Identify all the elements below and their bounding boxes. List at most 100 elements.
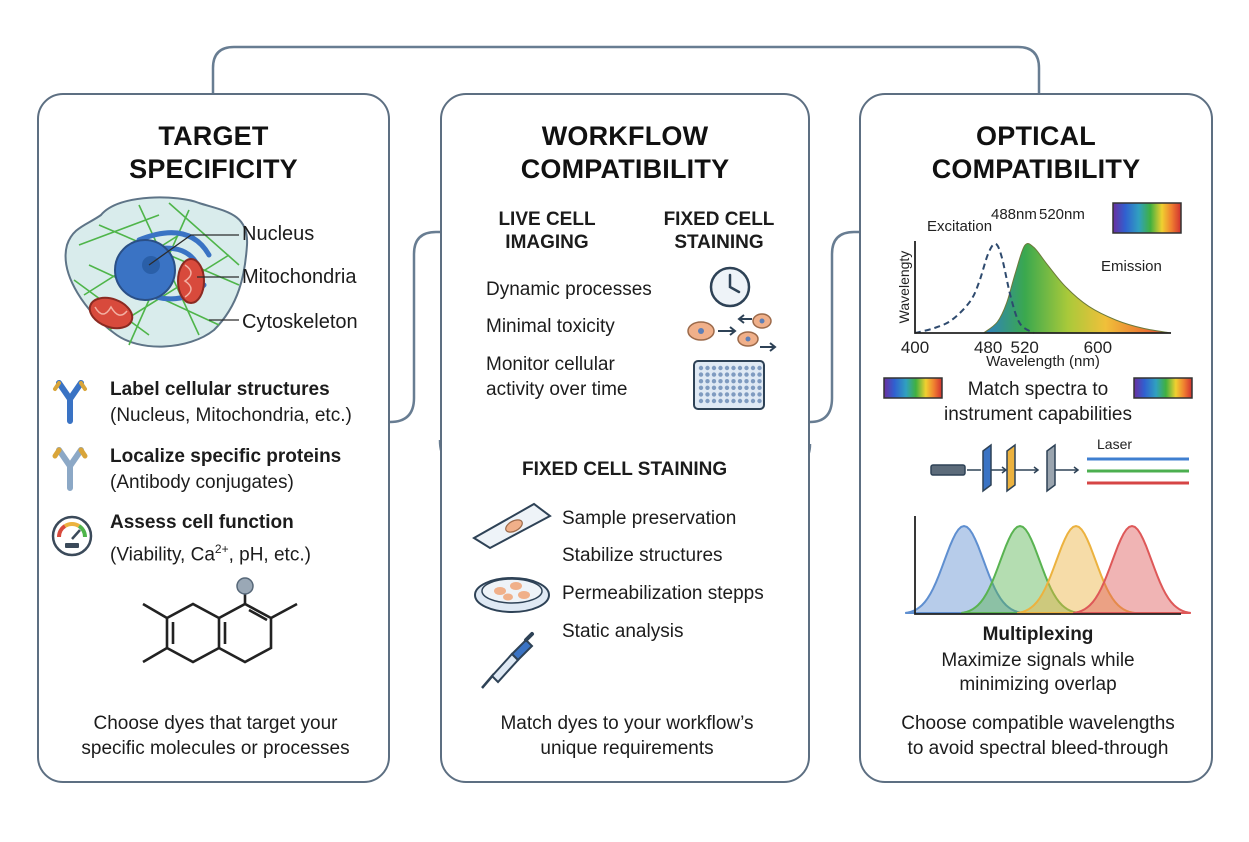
arrow-to-optical xyxy=(809,232,884,424)
well xyxy=(737,398,743,404)
assess-function-title: Assess cell function xyxy=(110,512,294,533)
top-loop-connector xyxy=(211,45,1041,93)
optical-footer-line1: Choose compatible wavelengths xyxy=(901,713,1175,734)
gauge-icon xyxy=(51,515,93,557)
well xyxy=(757,379,762,384)
petri-dish-icon xyxy=(474,577,550,613)
well xyxy=(737,379,743,384)
well xyxy=(718,365,723,371)
clock-icon xyxy=(709,266,751,308)
multiplex-peak xyxy=(961,524,1079,614)
well xyxy=(718,392,723,397)
filter-icon: Laser xyxy=(930,436,1189,493)
well xyxy=(744,392,749,397)
well xyxy=(718,372,723,377)
localize-proteins-detail: (Antibody conjugates) xyxy=(110,472,294,493)
well xyxy=(724,392,730,397)
well xyxy=(731,398,736,404)
multiplex-peak xyxy=(1017,524,1135,614)
well xyxy=(750,392,756,397)
well xyxy=(750,385,756,390)
excitation-curve xyxy=(914,242,1035,334)
well xyxy=(731,372,736,377)
well xyxy=(705,365,710,371)
cytoskeleton-label: Cytoskeleton xyxy=(242,311,358,333)
fixed-item-preservation: Sample preservation xyxy=(562,508,737,529)
well xyxy=(737,392,743,397)
well xyxy=(731,365,736,371)
multiplex-peak xyxy=(1073,524,1191,614)
optical-compatibility-panel: OPTICAL COMPATIBILITY xyxy=(859,93,1213,783)
well xyxy=(724,365,730,371)
well xyxy=(750,379,756,384)
well xyxy=(731,392,736,397)
assess-function-detail-sup: 2+ xyxy=(214,542,229,556)
well xyxy=(737,385,743,390)
well-plate-icon xyxy=(693,360,765,410)
optical-title-line2: COMPATIBILITY xyxy=(931,154,1141,184)
emission-label: Emission xyxy=(1101,258,1162,275)
fixed-item-stabilize: Stabilize structures xyxy=(562,545,723,566)
well xyxy=(737,365,743,371)
well xyxy=(757,398,762,404)
well xyxy=(698,398,704,404)
well xyxy=(705,392,710,397)
workflow-title-line2: COMPATIBILITY xyxy=(520,154,730,184)
multiplexing-line1: Maximize signals while xyxy=(941,650,1135,671)
localize-proteins-title: Localize specific proteins xyxy=(110,446,342,467)
y-axis-label: Wavelengty xyxy=(896,251,912,324)
well xyxy=(757,392,762,397)
well xyxy=(711,365,717,371)
x-tick-label: 400 xyxy=(901,338,929,357)
fixed-cell-heading-line2: STAINING xyxy=(674,232,764,253)
well xyxy=(698,385,704,390)
well xyxy=(724,372,730,377)
spectrum-bar-right xyxy=(1133,377,1193,399)
multiplexing-title: Multiplexing xyxy=(982,624,1094,645)
live-item-monitor-line2: activity over time xyxy=(486,379,628,400)
fixed-cell-heading: FIXED CELL STAINING xyxy=(649,208,789,254)
well xyxy=(724,385,730,390)
well xyxy=(731,385,736,390)
laser-lines xyxy=(1087,457,1189,485)
well xyxy=(718,398,723,404)
multiplex-peak xyxy=(905,524,1023,614)
spectrum-swatch xyxy=(1112,202,1182,234)
well xyxy=(698,372,704,377)
well xyxy=(698,379,704,384)
laser-label: Laser xyxy=(1097,436,1132,452)
target-specificity-panel: TARGET SPECIFICITY Nucleus Mitochondria … xyxy=(37,93,390,783)
workflow-title-line1: WORKFLOW xyxy=(541,121,709,151)
label-structures-title: Label cellular structures xyxy=(110,379,330,400)
peak-excitation-label: 488nm xyxy=(991,206,1037,223)
fixed-item-static: Static analysis xyxy=(562,621,684,642)
well xyxy=(757,365,762,371)
well xyxy=(705,372,710,377)
axis-lines xyxy=(914,241,1171,334)
x-tick-label: 600 xyxy=(1084,338,1112,357)
well xyxy=(711,379,717,384)
workflow-compatibility-panel: WORKFLOW COMPATIBILITY LIVE CELL IMAGING… xyxy=(440,93,810,783)
well xyxy=(718,385,723,390)
fixed-staining-section-header: FIXED CELL STAINING xyxy=(522,459,728,480)
well xyxy=(724,398,730,404)
match-spectra-line1: Match spectra to xyxy=(967,379,1109,400)
multiplex-chart xyxy=(905,516,1191,615)
well xyxy=(750,365,756,371)
fixed-item-permeabilization: Permeabilization stepps xyxy=(562,583,764,604)
arrow-to-live-cell xyxy=(389,232,472,424)
live-item-dynamic: Dynamic processes xyxy=(486,279,652,300)
well xyxy=(744,385,749,390)
nucleus-label: Nucleus xyxy=(242,223,315,245)
target-title-line1: TARGET xyxy=(158,121,269,151)
slide-icon xyxy=(472,502,552,550)
pipette-icon xyxy=(481,632,534,689)
match-spectra-line2: instrument capabilities xyxy=(944,404,1132,425)
x-axis-label: Wavelength (nm) xyxy=(986,353,1100,370)
well xyxy=(705,385,710,390)
optical-title-line1: OPTICAL xyxy=(976,121,1096,151)
well xyxy=(711,392,717,397)
well xyxy=(711,385,717,390)
